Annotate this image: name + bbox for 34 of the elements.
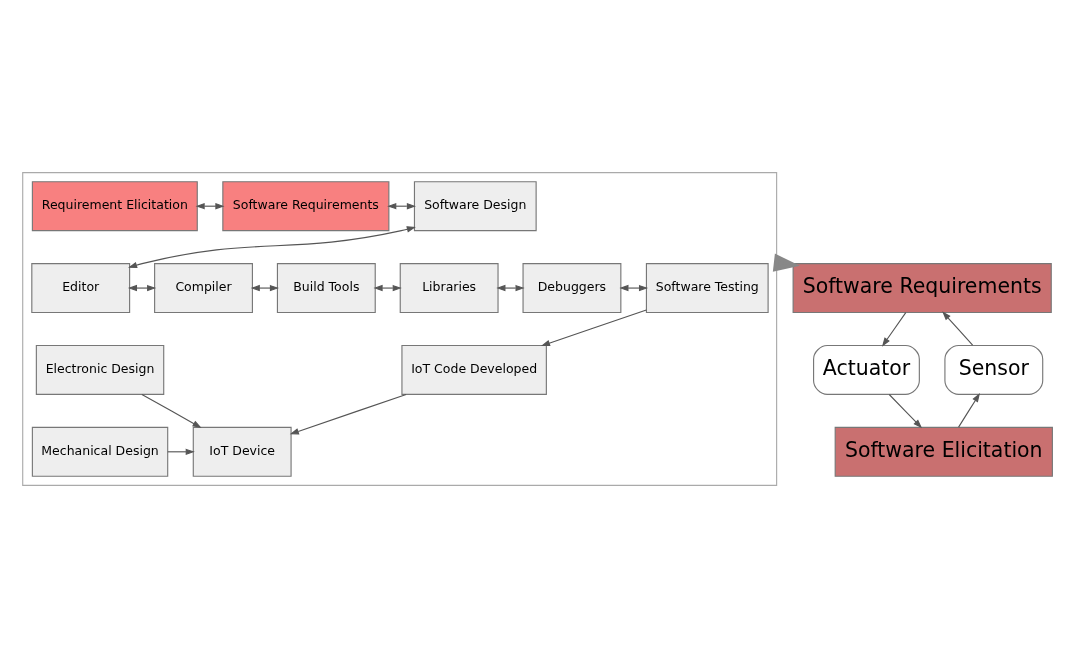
node-box: Software Requirements xyxy=(222,181,390,232)
arrow xyxy=(772,253,800,272)
arrow xyxy=(167,448,195,455)
arrow xyxy=(881,312,907,347)
arrow xyxy=(958,393,980,428)
node-box: Software Testing xyxy=(645,263,769,314)
node-box: Debuggers xyxy=(522,263,622,314)
node-box: Electronic Design xyxy=(35,344,165,395)
arrow xyxy=(289,393,407,435)
arrow xyxy=(540,309,647,347)
node-box: Software Requirements xyxy=(792,263,1052,314)
arrow xyxy=(496,284,525,292)
node-box: IoT Code Developed xyxy=(401,344,547,395)
arrow xyxy=(127,284,157,292)
node-box: Actuator xyxy=(813,344,920,395)
arrow xyxy=(128,226,416,269)
arrow xyxy=(250,284,279,292)
node-box: Editor xyxy=(31,263,131,314)
arrow xyxy=(888,393,923,429)
arrow xyxy=(942,311,974,346)
node-box: Software Elicitation xyxy=(834,426,1053,477)
node-box: Software Design xyxy=(413,181,537,232)
node-box: Build Tools xyxy=(276,263,376,314)
arrow xyxy=(373,284,402,292)
arrow xyxy=(619,284,649,292)
node-box: IoT Device xyxy=(192,426,292,477)
cluster xyxy=(22,172,778,486)
node-box: Requirement Elicitation xyxy=(31,181,198,232)
arrow xyxy=(141,393,202,428)
node-box: Sensor xyxy=(944,344,1044,395)
node-box: Compiler xyxy=(154,263,253,314)
arrow xyxy=(387,203,416,210)
node-box: Mechanical Design xyxy=(31,426,169,477)
node-box: Libraries xyxy=(399,263,499,314)
